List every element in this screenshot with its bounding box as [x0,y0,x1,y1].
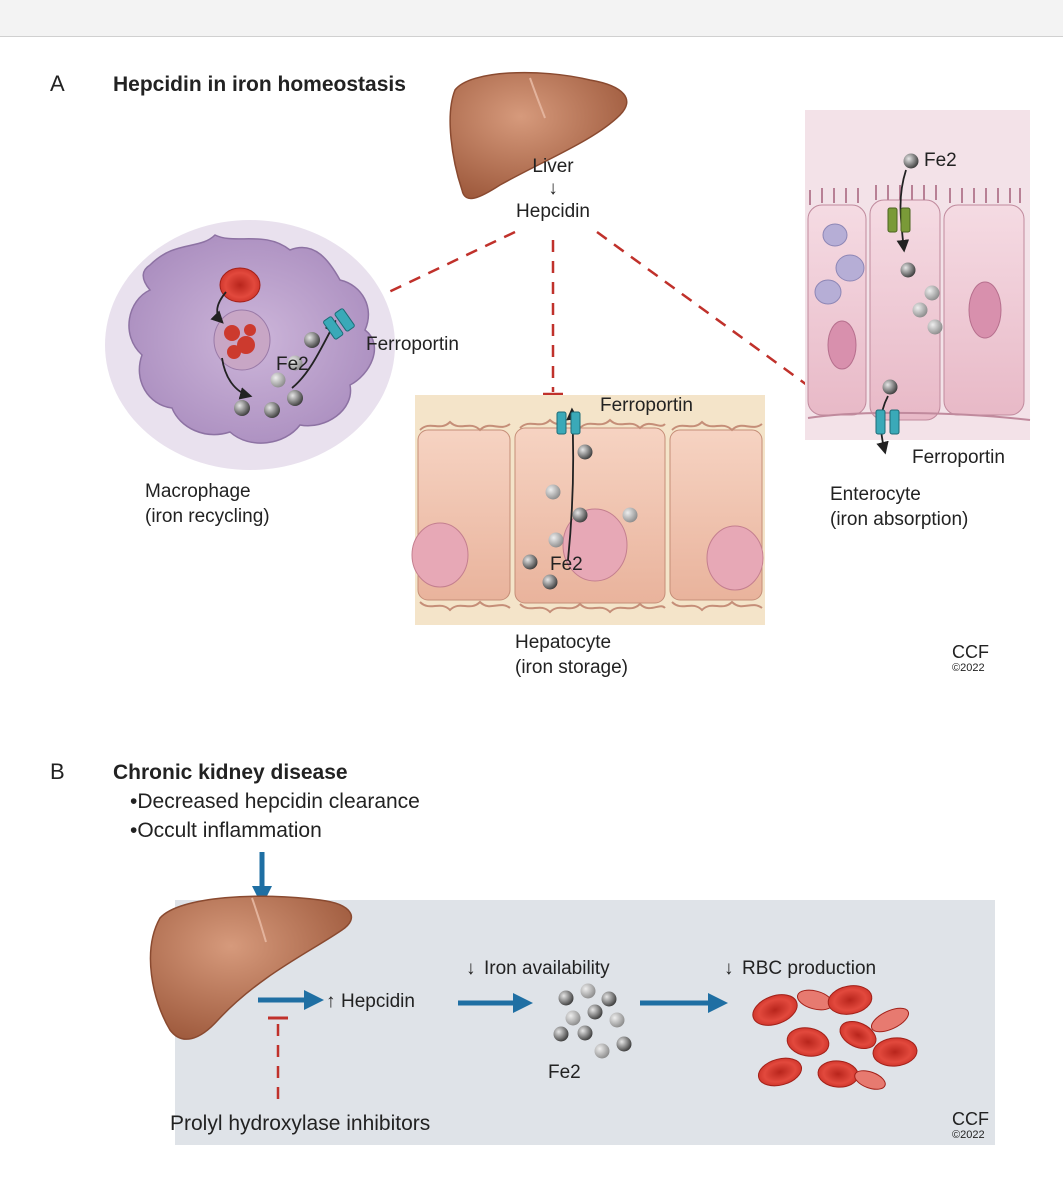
panel-a-copyright: ©2022 [952,662,985,674]
enterocyte-subtitle: (iron absorption) [830,509,968,530]
top-bar [0,0,1063,37]
enterocyte-ferroportin-label: Ferroportin [912,447,1005,468]
ferroportin-enterocyte [875,409,900,435]
panel-a-title: Hepcidin in iron homeostasis [113,73,406,96]
inhibition-line-macrophage [371,230,516,302]
liver-label: Liver [532,156,574,177]
ferroportin-hepatocyte [556,411,581,435]
macrophage-ferroportin-label: Ferroportin [366,334,459,355]
enterocyte-fe-label: Fe2 [924,150,957,171]
hepatocyte-title: Hepatocyte [515,632,611,653]
divalent-metal-transporter [887,207,911,233]
panel-b-copyright: ©2022 [952,1129,985,1141]
liver-illustration-bottom [149,895,353,1040]
macrophage-fe-label: Fe2 [276,354,309,375]
liver-illustration-top [449,71,628,200]
panel-a-letter: A [50,71,65,96]
hepatocyte-subtitle: (iron storage) [515,657,628,678]
iron-availability-label: Iron availability [484,958,610,979]
enterocyte-title: Enterocyte [830,484,921,505]
hepcidin-label-b: Hepcidin [341,991,415,1012]
panel-a-credit: CCF [952,642,989,662]
panel-b-bullet-2: •Occult inflammation [130,819,322,842]
liver-to-hepcidin-arrow: ↓ [548,178,558,199]
panel-b-letter: B [50,759,65,784]
panel-b-fe-label: Fe2 [548,1062,581,1083]
panel-b-credit: CCF [952,1109,989,1129]
iron-cluster [553,983,632,1059]
enterocyte-cells [805,110,1031,455]
macrophage-cell [105,220,395,470]
hepatocyte-cells [411,395,765,625]
rbc-production-label: RBC production [742,958,876,979]
iron-down-glyph: ↓ [466,958,476,979]
hepatocyte-fe-label: Fe2 [550,554,583,575]
hepatocyte-ferroportin-label: Ferroportin [600,395,693,416]
red-blood-cells [752,985,918,1090]
inhibitor-label: Prolyl hydroxylase inhibitors [170,1112,430,1135]
hepcidin-label-top: Hepcidin [516,201,590,222]
panel-b-title: Chronic kidney disease [113,761,348,784]
hepcidin-up-glyph: ↑ [326,991,336,1012]
ferroportin-macrophage [323,308,355,340]
rbc-down-glyph: ↓ [724,958,734,979]
panel-b-bullet-1: •Decreased hepcidin clearance [130,790,420,813]
macrophage-subtitle: (iron recycling) [145,506,270,527]
inhibition-line-enterocyte [596,230,856,422]
macrophage-title: Macrophage [145,481,251,502]
